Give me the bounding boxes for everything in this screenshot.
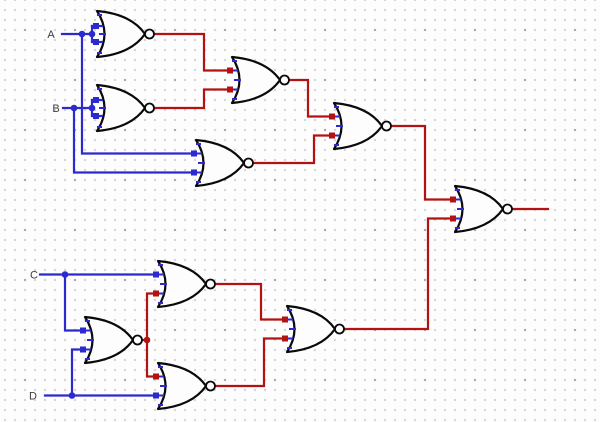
- wire-junction: [88, 30, 96, 38]
- wire-junction: [61, 271, 69, 278]
- gate-nor6[interactable]: [156, 259, 216, 309]
- input-pin-d[interactable]: D: [29, 391, 37, 403]
- gate-nor4[interactable]: [194, 138, 254, 188]
- input-pin-c[interactable]: C: [30, 270, 38, 282]
- gate-nor8[interactable]: [156, 361, 216, 411]
- wire-nor4-to-nor5[interactable]: [251, 134, 334, 165]
- inversion-bubble-icon: [243, 157, 254, 169]
- inversion-bubble-icon: [144, 28, 155, 40]
- gate-pin[interactable]: [227, 67, 233, 74]
- gate-pin[interactable]: [80, 346, 86, 353]
- gate-nor2-not-b[interactable]: [95, 83, 155, 133]
- gate-pin[interactable]: [329, 132, 335, 139]
- input-pin-a[interactable]: A: [47, 29, 55, 41]
- input-label-d: D: [29, 391, 37, 403]
- inversion-bubble-icon: [334, 323, 345, 335]
- wire-b-branch-to-nor4[interactable]: [72, 106, 196, 174]
- gate-pin[interactable]: [93, 23, 99, 29]
- input-label-b: B: [52, 103, 59, 115]
- inversion-bubble-icon: [279, 74, 290, 86]
- gate-pin[interactable]: [191, 150, 197, 157]
- input-label-a: A: [47, 29, 55, 41]
- wire-junction: [68, 392, 76, 399]
- gate-pin[interactable]: [153, 290, 159, 297]
- gate-nor9[interactable]: [285, 304, 345, 354]
- wire-nor6-to-nor9[interactable]: [213, 282, 287, 321]
- gate-pin[interactable]: [93, 97, 99, 103]
- wire-junction: [70, 104, 78, 112]
- wire-nor7-fanout[interactable]: [145, 292, 158, 378]
- gate-pin[interactable]: [153, 392, 159, 399]
- wire-nor1-to-nor3[interactable]: [152, 32, 232, 72]
- wire-a-branch-to-nor4[interactable]: [80, 32, 196, 155]
- gate-pin[interactable]: [153, 373, 159, 380]
- gate-pin[interactable]: [450, 215, 456, 222]
- gate-pin[interactable]: [329, 113, 335, 120]
- gate-pin[interactable]: [153, 271, 159, 278]
- gate-pin[interactable]: [93, 113, 99, 119]
- inversion-bubble-icon: [144, 102, 155, 114]
- gate-nor5[interactable]: [332, 101, 392, 151]
- wire-c-branch-to-nor7[interactable]: [63, 273, 85, 332]
- wire-nor3-to-nor5[interactable]: [287, 78, 334, 118]
- gate-pin[interactable]: [80, 327, 86, 334]
- wire-junction: [78, 30, 86, 38]
- wire-d-branch-to-nor7[interactable]: [70, 348, 85, 397]
- gate-nor1-not-a[interactable]: [95, 9, 155, 59]
- gate-pin[interactable]: [191, 169, 197, 176]
- gate-nor10-final[interactable]: [453, 184, 513, 234]
- gate-pin[interactable]: [450, 196, 456, 203]
- gate-pin[interactable]: [282, 316, 288, 323]
- gate-pin[interactable]: [282, 335, 288, 342]
- wire-nor2-to-nor3[interactable]: [152, 88, 232, 110]
- inversion-bubble-icon: [502, 203, 513, 215]
- inversion-bubble-icon: [205, 380, 216, 392]
- wire-nor9-to-nor10[interactable]: [342, 217, 455, 331]
- gate-nor7-not-cd[interactable]: [83, 315, 143, 365]
- inversion-bubble-icon: [132, 334, 143, 346]
- input-pin-b[interactable]: B: [52, 103, 59, 115]
- wire-junction: [143, 336, 151, 344]
- inversion-bubble-icon: [381, 120, 392, 132]
- wire-nor5-to-nor10[interactable]: [389, 124, 455, 201]
- wire-nor8-to-nor9[interactable]: [213, 337, 287, 388]
- gate-pin[interactable]: [93, 39, 99, 45]
- gate-pin[interactable]: [227, 86, 233, 93]
- inversion-bubble-icon: [205, 278, 216, 290]
- gate-nor3[interactable]: [230, 55, 290, 105]
- input-label-c: C: [30, 270, 38, 282]
- wire-junction: [88, 104, 96, 112]
